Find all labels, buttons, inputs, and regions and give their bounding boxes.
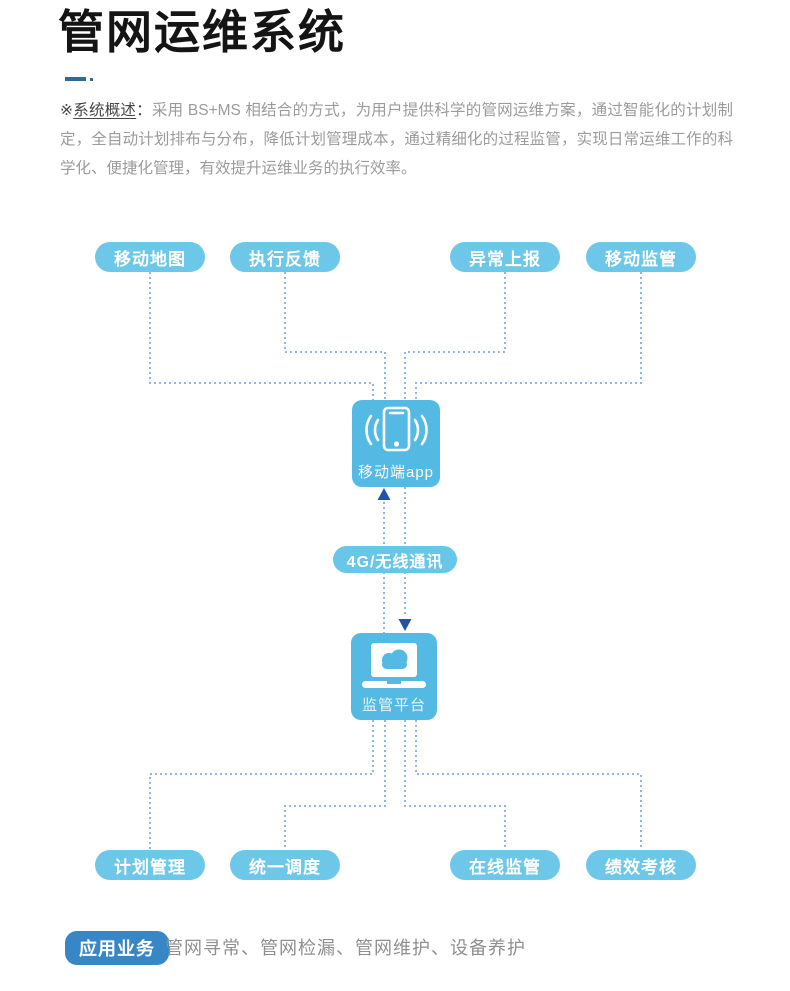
connector-mobile-supervision <box>415 272 642 400</box>
feature-button-plan-management[interactable]: 计划管理 <box>95 850 205 880</box>
feature-button-exec-feedback[interactable]: 执行反馈 <box>230 242 340 272</box>
connector-plan-management <box>149 720 374 850</box>
application-business-badge: 应用业务 <box>65 931 169 965</box>
overview-colon: ： <box>136 102 152 119</box>
connector-mobile-map <box>149 272 374 400</box>
connector-online-monitoring <box>404 720 506 850</box>
mobile-app-node-label: 移动端app <box>357 464 435 481</box>
page-title: 管网运维系统 <box>58 6 346 58</box>
platform-node: 监管平台 <box>351 633 437 720</box>
feature-button-online-monitoring[interactable]: 在线监管 <box>450 850 560 880</box>
platform-node-label: 监管平台 <box>361 697 426 714</box>
mobile-app-node: 移动端app <box>352 400 440 487</box>
overview-lead: 系统概述 <box>73 102 137 119</box>
feature-button-exception-report[interactable]: 异常上报 <box>450 242 560 272</box>
connector-exception-report <box>404 272 506 400</box>
arrow-up-icon <box>377 488 391 500</box>
feature-button-unified-dispatch[interactable]: 统一调度 <box>230 850 340 880</box>
link-label-4g-wireless: 4G/无线通讯 <box>333 546 457 573</box>
system-overview-paragraph: ※系统概述：采用 BS+MS 相结合的方式，为用户提供科学的管网运维方案，通过智… <box>60 96 733 183</box>
smartphone-signal-icon <box>365 406 428 452</box>
cloud-glyph <box>382 649 408 669</box>
flow-arrows <box>377 488 412 631</box>
application-business-items: 管网寻常、管网检漏、管网维护、设备养护 <box>165 938 526 958</box>
overview-marker: ※ <box>60 102 74 119</box>
title-accent-dash <box>65 77 86 81</box>
overview-body: 采用 BS+MS 相结合的方式，为用户提供科学的管网运维方案，通过智能化的计划制… <box>60 102 733 177</box>
connector-unified-dispatch <box>284 720 386 850</box>
arrow-down-icon <box>398 619 412 631</box>
feature-button-performance-review[interactable]: 绩效考核 <box>586 850 696 880</box>
connector-performance-review <box>415 720 642 850</box>
title-accent-dot <box>90 78 93 81</box>
feature-button-mobile-supervision[interactable]: 移动监管 <box>586 242 696 272</box>
feature-button-mobile-map[interactable]: 移动地图 <box>95 242 205 272</box>
laptop-cloud-icon <box>362 643 426 688</box>
connector-exec-feedback <box>284 272 386 400</box>
